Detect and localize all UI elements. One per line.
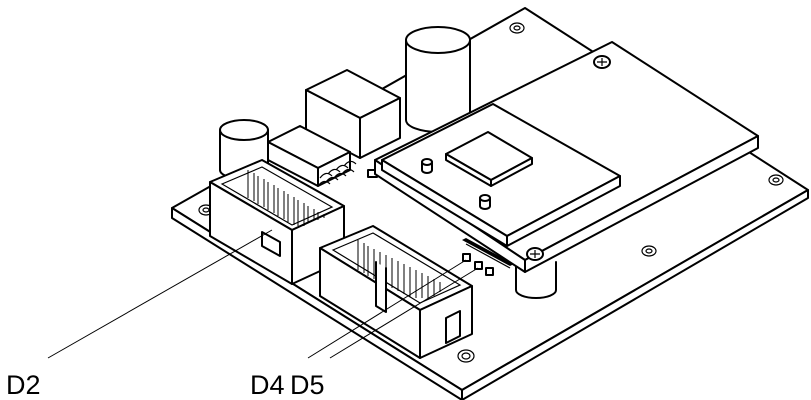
leader-line-d2	[47, 229, 273, 359]
mounting-hole	[509, 22, 525, 34]
leader-lines	[47, 229, 479, 359]
mounting-hole	[641, 245, 657, 257]
cpu-subboard	[381, 103, 621, 247]
mounting-hole	[513, 25, 521, 31]
box-header-left	[209, 159, 345, 285]
led-extra	[485, 267, 494, 276]
processor-chip	[445, 131, 533, 187]
header-pins	[247, 170, 325, 226]
electrolytic-capacitor-large	[405, 26, 471, 133]
standoff	[421, 158, 433, 174]
mounting-hole	[457, 349, 475, 363]
leader-line-d4	[307, 259, 467, 359]
mounting-hole	[772, 177, 780, 183]
label-d5: D5	[290, 370, 325, 400]
regulator-ic	[267, 125, 378, 187]
standoff	[479, 194, 491, 210]
led-d4	[462, 253, 471, 262]
inductor-block	[305, 69, 401, 159]
leader-line-d5	[329, 267, 479, 359]
mounting-holes	[198, 22, 784, 363]
mounting-hole	[645, 248, 653, 254]
label-d2: D2	[6, 370, 41, 400]
screw-icon	[593, 55, 611, 69]
box-header-right	[319, 225, 473, 359]
header-pins	[357, 240, 441, 298]
fpc-connector	[462, 238, 514, 269]
mounting-hole	[768, 174, 784, 186]
mounting-hole	[461, 352, 471, 360]
screw-icon	[526, 247, 544, 261]
led-d5	[474, 261, 483, 270]
label-d4: D4	[250, 370, 285, 400]
